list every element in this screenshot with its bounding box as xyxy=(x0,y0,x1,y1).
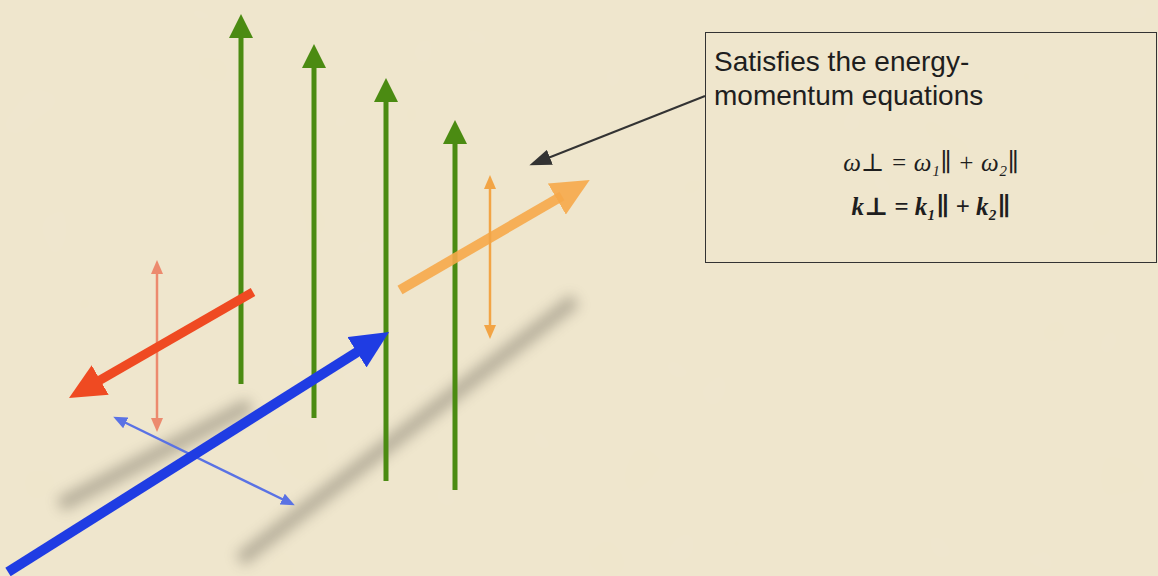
red-wave-arrow xyxy=(95,292,253,383)
shadow xyxy=(60,300,575,560)
orange-wave-arrow xyxy=(400,196,562,290)
green-arrows xyxy=(241,34,455,490)
orange-polarization xyxy=(489,187,492,327)
leader-line xyxy=(548,96,705,158)
equation: k⊥ = k₁∥ + k₂∥ xyxy=(714,185,1148,229)
callout-box: Satisfies the energy- momentum equations… xyxy=(705,32,1157,263)
callout-heading: Satisfies the energy- momentum equations xyxy=(714,45,1074,113)
equation: ω⊥ = ω₁∥ + ω₂∥ xyxy=(714,141,1148,185)
blue-wave-arrow xyxy=(8,349,362,572)
